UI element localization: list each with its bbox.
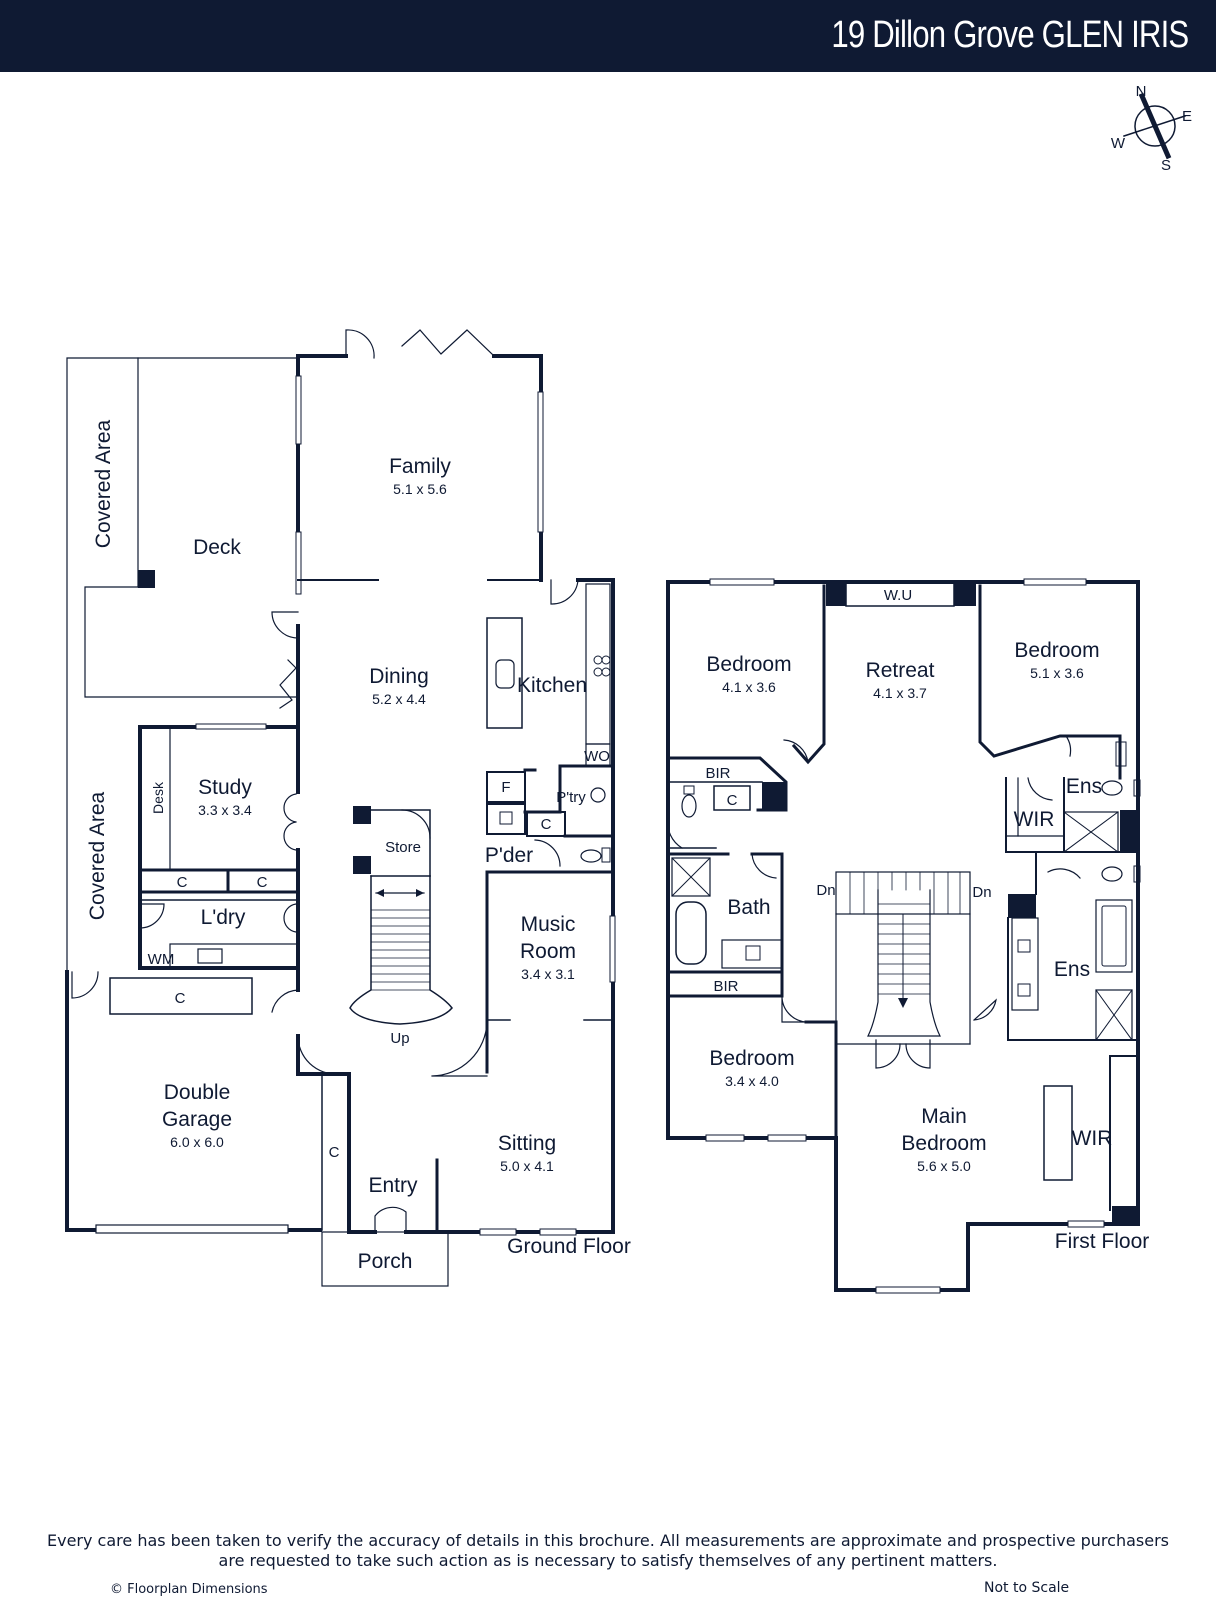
main-bedroom-label-1: Main [921, 1105, 967, 1128]
retreat-dims: 4.1 x 3.7 [873, 685, 927, 701]
store-label: Store [385, 839, 421, 856]
wall-oven-label: WO [584, 748, 610, 765]
cupboard-1-label: C [177, 874, 188, 891]
first-floor-title: First Floor [1055, 1230, 1150, 1253]
dining-dims: 5.2 x 4.4 [372, 691, 426, 707]
laundry-label: L'dry [201, 906, 246, 929]
retreat-label: Retreat [866, 659, 935, 682]
stairs-down-2-label: Dn [972, 884, 991, 901]
bedroom-3-dims: 3.4 x 4.0 [725, 1073, 779, 1089]
sitting-dims: 5.0 x 4.1 [500, 1158, 554, 1174]
header-bar: 19 Dillon Grove GLEN IRIS [0, 0, 1216, 72]
not-to-scale-note: Not to Scale [984, 1580, 1070, 1596]
stairs-down-1-label: Dn [816, 882, 835, 899]
ensuite-1-label: Ens [1066, 775, 1102, 798]
property-address: 19 Dillon Grove GLEN IRIS [830, 14, 1189, 56]
ground-floor-plan [65, 329, 616, 1287]
pantry-cupboard-label: C [541, 816, 552, 833]
bir-cupboard-label: C [727, 792, 738, 809]
covered-area-bottom-label: Covered Area [86, 791, 109, 920]
bedroom-2-label: Bedroom [1014, 639, 1099, 662]
covered-area-top-label: Covered Area [92, 419, 115, 548]
desk-label: Desk [150, 781, 166, 814]
disclaimer-line-1: Every care has been taken to verify the … [47, 1531, 1169, 1550]
washing-machine-label: WM [148, 951, 175, 968]
ensuite-2-label: Ens [1054, 958, 1090, 981]
bedroom-2-dims: 5.1 x 3.6 [1030, 665, 1084, 681]
bir-1-label: BIR [705, 765, 730, 782]
pantry-label: P'try [556, 789, 586, 806]
main-bedroom-dims: 5.6 x 5.0 [917, 1158, 971, 1174]
garage-label-1: Double [164, 1081, 231, 1104]
entry-cupboard-label: C [329, 1144, 340, 1161]
bath-label: Bath [727, 896, 770, 919]
garage-label-2: Garage [162, 1108, 232, 1131]
bedroom-3-label: Bedroom [709, 1047, 794, 1070]
disclaimer: Every care has been taken to verify the … [0, 1531, 1216, 1571]
wir-1-label: WIR [1014, 808, 1055, 831]
study-label: Study [198, 776, 252, 799]
compass-icon [1123, 92, 1186, 160]
compass-south-label: S [1161, 157, 1171, 174]
entry-label: Entry [368, 1174, 418, 1197]
compass-north-label: N [1136, 83, 1147, 100]
family-label: Family [389, 455, 451, 478]
powder-room-label: P'der [485, 844, 533, 867]
copyright-notice: © Floorplan Dimensions [110, 1582, 268, 1597]
cupboard-2-label: C [257, 874, 268, 891]
bedroom-1-label: Bedroom [706, 653, 791, 676]
study-dims: 3.3 x 3.4 [198, 802, 252, 818]
family-dims: 5.1 x 5.6 [393, 481, 447, 497]
stairs-up-label: Up [390, 1030, 409, 1047]
music-room-label-1: Music [521, 913, 576, 936]
music-room-dims: 3.4 x 3.1 [521, 966, 575, 982]
sitting-label: Sitting [498, 1132, 556, 1155]
compass-east-label: E [1182, 108, 1192, 125]
music-room-label-2: Room [520, 940, 576, 963]
wir-2-label: WIR [1072, 1127, 1113, 1150]
ground-floor-title: Ground Floor [507, 1235, 631, 1258]
main-bedroom-label-2: Bedroom [901, 1132, 986, 1155]
fridge-label: F [501, 779, 510, 796]
wall-unit-label: W.U [884, 587, 912, 604]
deck-label: Deck [193, 536, 241, 559]
compass-west-label: W [1111, 135, 1126, 152]
garage-dims: 6.0 x 6.0 [170, 1134, 224, 1150]
disclaimer-line-2: are requested to take such action as is … [218, 1551, 998, 1570]
porch-label: Porch [358, 1250, 413, 1273]
dining-label: Dining [369, 665, 429, 688]
bedroom-1-dims: 4.1 x 3.6 [722, 679, 776, 695]
bir-2-label: BIR [713, 978, 738, 995]
garage-cupboard-label: C [175, 990, 186, 1007]
first-floor-plan [666, 578, 1141, 1294]
kitchen-label: Kitchen [517, 674, 587, 697]
